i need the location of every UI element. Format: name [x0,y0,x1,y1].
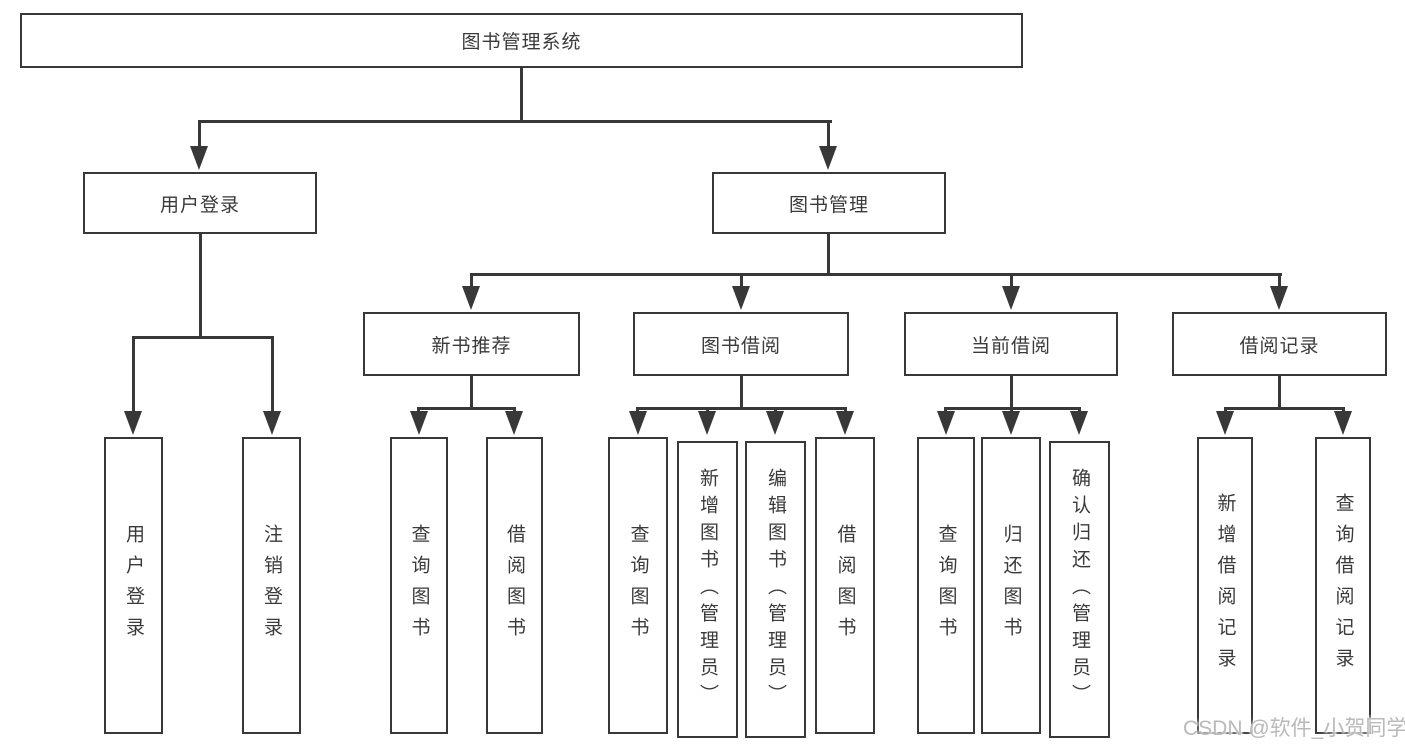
leaf-user-login: 用户登录 [104,437,163,734]
csdn-watermark: CSDN @软件_小贺同学 [1183,717,1405,740]
connector-line [1010,376,1013,407]
connector-line [198,120,832,123]
connector-line [1278,273,1281,289]
connector-line [827,234,830,276]
node-label: 图书借阅 [700,335,781,357]
arrow-down-icon [836,411,854,435]
node-system-root: 图书管理系统 [20,13,1023,68]
arrow-down-icon [263,411,281,435]
node-label: 编辑图书（管理员） [765,468,786,711]
arrow-down-icon [1216,411,1234,435]
leaf-add-book-admin: 新增图书（管理员） [677,441,738,738]
leaf-logout: 注销登录 [242,437,301,734]
node-label: 查询图书 [627,523,649,648]
arrow-down-icon [1002,411,1020,435]
connector-line [199,234,202,336]
leaf-borrow-books: 借阅图书 [815,437,875,734]
node-label: 确认归还（管理员） [1069,468,1090,711]
node-label: 查询图书 [935,523,957,648]
leaf-edit-book-admin: 编辑图书（管理员） [745,441,806,738]
node-label: 借阅记录 [1239,335,1320,357]
leaf-query-books-borrow: 查询图书 [608,437,668,734]
arrow-down-icon [124,411,142,435]
connector-line [470,273,1282,276]
node-label: 用户登录 [159,194,240,216]
arrow-down-icon [505,411,523,435]
connector-line [470,273,473,289]
arrow-down-icon [819,146,837,170]
leaf-query-borrow-record: 查询借阅记录 [1315,437,1371,734]
connector-line [740,273,743,289]
node-borrow-records: 借阅记录 [1172,312,1387,376]
node-label: 借阅图书 [504,523,525,648]
node-book-borrow: 图书借阅 [633,312,849,376]
node-user-login: 用户登录 [83,172,317,234]
connector-line [198,120,201,150]
node-label: 查询借阅记录 [1332,492,1354,679]
leaf-confirm-return-admin: 确认归还（管理员） [1049,441,1110,738]
leaf-query-books-current: 查询图书 [917,437,975,734]
arrow-down-icon [629,411,647,435]
arrow-down-icon [1070,411,1088,435]
arrow-down-icon [1002,286,1020,310]
leaf-return-books: 归还图书 [981,437,1041,734]
leaf-borrow-books-recommend: 借阅图书 [486,437,543,734]
connector-line [827,120,830,150]
arrow-down-icon [766,411,784,435]
leaf-add-borrow-record: 新增借阅记录 [1197,437,1253,734]
connector-line [470,376,473,407]
connector-line [520,68,523,120]
arrow-down-icon [698,411,716,435]
node-label: 新书推荐 [431,335,512,357]
connector-line [417,407,516,410]
connector-line [1278,376,1281,407]
node-new-book-recommend: 新书推荐 [363,312,580,376]
node-label: 新增图书（管理员） [697,468,718,711]
leaf-query-books-recommend: 查询图书 [390,437,448,734]
node-label: 图书管理 [788,194,869,216]
connector-line [1010,273,1013,289]
node-label: 查询图书 [408,523,430,648]
node-label: 新增借阅记录 [1214,492,1236,679]
arrow-down-icon [410,411,428,435]
arrow-down-icon [732,286,750,310]
node-label: 注销登录 [261,523,282,648]
node-current-borrow: 当前借阅 [904,312,1118,376]
arrow-down-icon [462,286,480,310]
arrow-down-icon [1334,411,1352,435]
connector-line [1224,407,1345,410]
node-label: 当前借阅 [970,335,1051,357]
node-book-management: 图书管理 [712,172,946,234]
node-label: 归还图书 [1000,523,1022,648]
arrow-down-icon [1270,286,1288,310]
connector-line [740,376,743,407]
connector-line [636,407,847,410]
node-label: 用户登录 [123,523,144,648]
connector-line [132,336,274,339]
arrow-down-icon [937,411,955,435]
node-label: 图书管理系统 [461,32,582,53]
node-label: 借阅图书 [834,523,856,648]
arrow-down-icon [190,146,208,170]
connector-line [132,336,135,414]
connector-line [271,336,274,414]
